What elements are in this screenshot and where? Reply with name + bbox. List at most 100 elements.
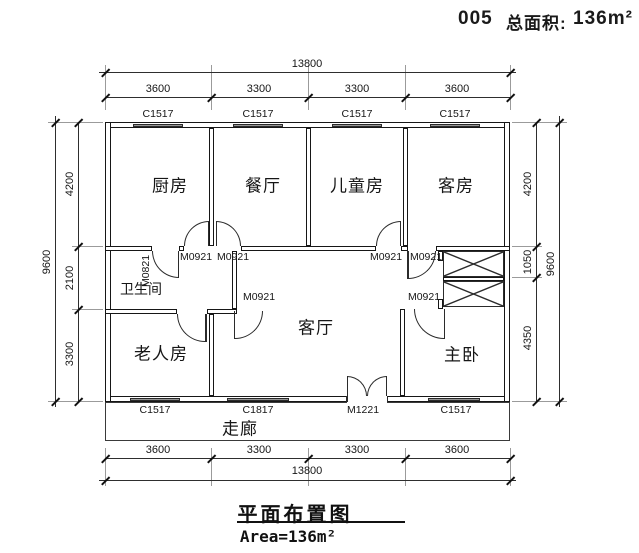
room-label-master: 主卧 [444,345,480,365]
dimension-line [78,122,80,401]
door-label: M0921 [409,251,443,263]
window-label: C1517 [341,108,373,120]
room-label-living: 客厅 [298,318,334,338]
wall-segment [105,309,177,314]
extension-line [211,65,212,110]
wall-segment [436,246,510,251]
dim-bottom-seg1: 3600 [145,444,171,456]
extension-line [512,246,542,247]
door-swing-arc [184,221,209,246]
corridor-outline [105,402,510,441]
wall-segment [400,309,405,396]
extension-line [48,401,103,402]
wall-segment [209,314,214,396]
extension-line [512,122,567,123]
extension-line [72,246,103,247]
door-leaf [386,376,388,396]
wall-segment [209,128,214,246]
wall-segment [179,246,184,251]
window-label: C1517 [439,108,471,120]
dimension-line [55,116,57,407]
dimension-line [536,122,538,401]
room-label-kids: 儿童房 [330,176,384,196]
door-leaf [407,251,409,279]
room-label-guest: 客房 [438,176,474,196]
wall-segment [438,251,443,261]
entry-door-label: M1221 [346,404,380,416]
dim-top-total: 13800 [291,58,323,70]
extension-line [510,65,511,110]
door-jamb [346,396,348,402]
extension-line [405,448,406,486]
window-symbol [428,397,480,401]
extension-line [405,65,406,110]
dim-bottom-seg3: 3300 [344,444,370,456]
door-swing-arc [376,221,401,246]
closet-symbol [443,281,504,307]
wall-segment [105,122,111,402]
total-area-label: 总面积: [506,14,567,33]
window-symbol [332,123,382,127]
door-swing-arc [414,309,444,339]
window-symbol [233,123,283,127]
door-leaf [443,309,445,339]
wall-segment [105,246,152,251]
door-label: M0921 [216,251,250,263]
wall-segment [504,122,510,402]
window-symbol [227,397,289,401]
window-label: C1517 [139,404,171,416]
dim-top-seg1: 3600 [145,83,171,95]
dim-top-seg3: 3300 [344,83,370,95]
dim-right-seg2: 1050 [522,249,534,275]
extension-line [308,65,309,110]
room-label-corridor: 走廊 [222,419,258,439]
door-swing-arc [235,311,263,339]
dim-left-seg2: 2100 [64,265,76,291]
dimension-line [99,72,516,74]
window-label: C1517 [440,404,472,416]
door-label: M0921 [407,291,441,303]
total-area-value: 136m² [573,8,633,29]
door-swing-arc [367,376,387,396]
extension-line [72,309,103,310]
wall-segment [306,128,311,246]
dim-bottom-seg4: 3600 [444,444,470,456]
door-swing-arc [347,376,367,396]
door-swing-arc [177,314,205,342]
drawing-title: 平面布置图 [237,504,353,526]
window-symbol [430,123,480,127]
window-label: C1517 [142,108,174,120]
door-label: M0921 [242,291,276,303]
dim-right-total: 9600 [545,251,557,277]
room-label-elder: 老人房 [134,344,188,364]
extension-line [510,448,511,486]
dim-left-seg3: 3300 [64,341,76,367]
drawing-area-text: Area=136m² [239,527,337,546]
door-leaf [207,221,209,246]
dim-bottom-seg2: 3300 [246,444,272,456]
extension-line [48,122,103,123]
dim-top-seg4: 3600 [444,83,470,95]
window-label: C1817 [242,404,274,416]
dim-left-seg1: 4200 [64,171,76,197]
door-leaf [399,221,401,246]
door-leaf [233,311,235,339]
wall-segment [443,277,504,281]
dim-right-seg3: 4350 [522,325,534,351]
plan-number: 005 [458,8,493,29]
extension-line [105,448,106,486]
room-label-kitchen: 厨房 [152,176,188,196]
extension-line [512,277,542,278]
door-swing-arc [216,221,241,246]
window-symbol [133,123,183,127]
extension-line [512,401,567,402]
wall-segment [438,299,443,309]
door-label: M0921 [179,251,213,263]
door-leaf [205,314,207,342]
wall-segment [232,251,237,309]
dimension-line [99,480,516,482]
door-leaf [215,221,217,246]
door-jamb [386,396,388,402]
door-opening [347,395,387,403]
